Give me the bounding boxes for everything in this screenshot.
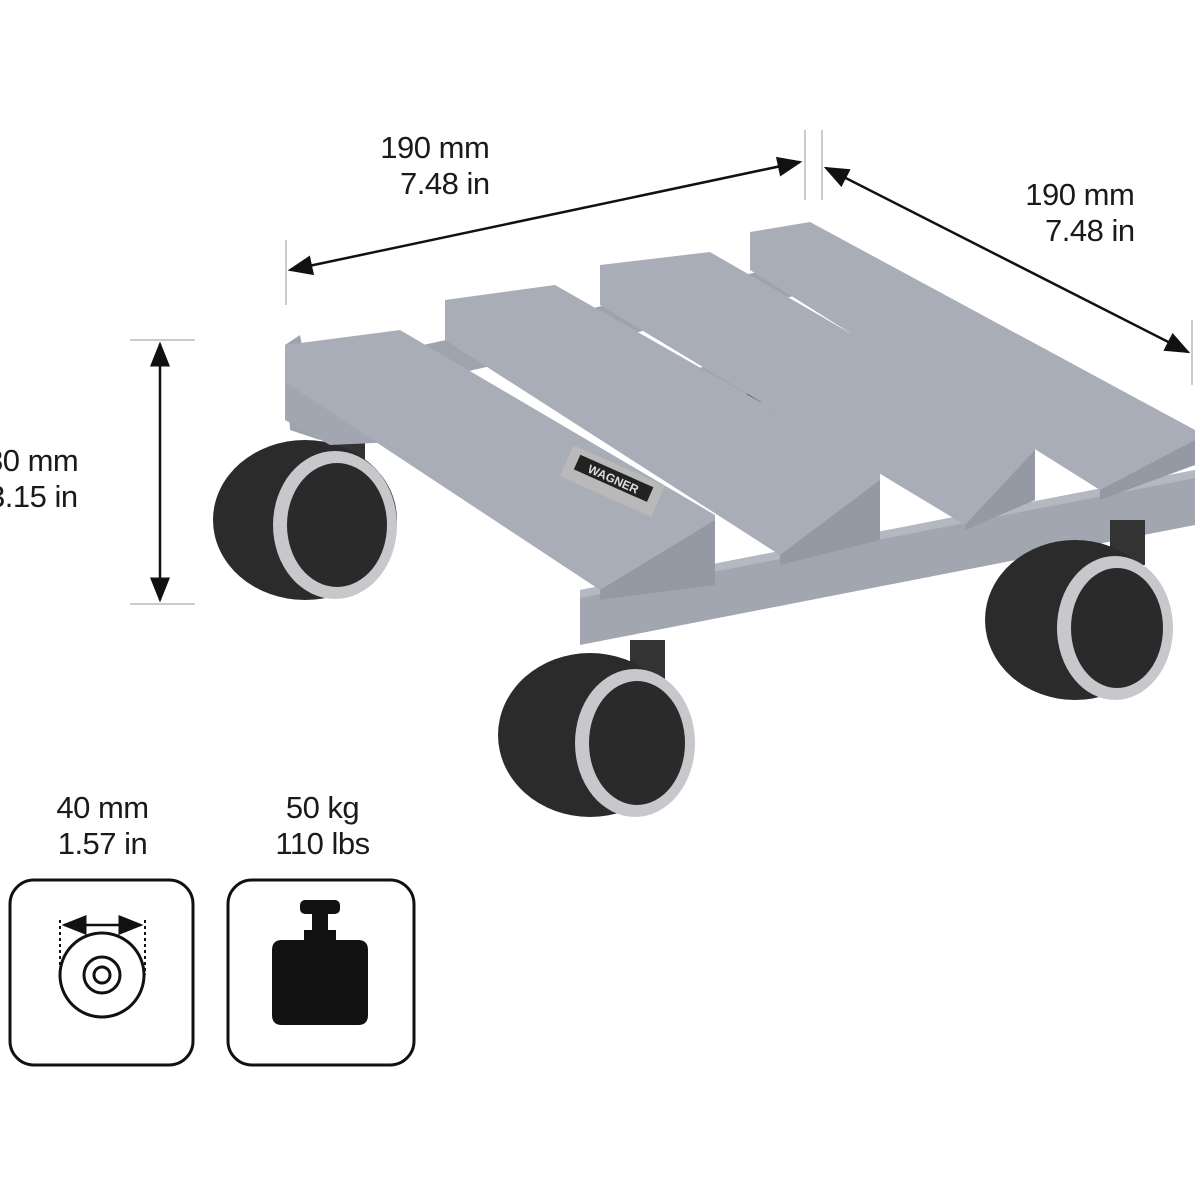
weight-icon xyxy=(226,878,416,1067)
width-label: 190 mm 7.48 in xyxy=(1025,177,1135,249)
height-in: 3.15 in xyxy=(0,479,78,514)
wheel-diameter-in: 1.57 in xyxy=(57,826,148,861)
height-label: 80 mm 3.15 in xyxy=(0,443,79,515)
load-capacity-lbs: 110 lbs xyxy=(275,826,370,861)
load-capacity-label: 50 kg 110 lbs xyxy=(255,790,390,862)
slat xyxy=(600,252,1035,530)
length-label: 190 mm 7.48 in xyxy=(380,130,490,202)
slat xyxy=(445,285,880,565)
slat xyxy=(285,330,715,600)
length-in: 7.48 in xyxy=(400,166,490,201)
brand-plate: WAGNER xyxy=(559,445,665,517)
wheel-diameter-mm: 40 mm xyxy=(56,790,149,825)
plant-trolley: WAGNER xyxy=(213,222,1195,817)
dimension-width-line xyxy=(821,130,1193,385)
dimension-length-line xyxy=(285,130,806,305)
length-mm: 190 mm xyxy=(380,130,490,165)
wheel-front xyxy=(498,640,695,817)
width-in: 7.48 in xyxy=(1045,213,1135,248)
height-mm: 80 mm xyxy=(0,443,79,478)
wheel-left xyxy=(213,430,397,600)
wheel-right xyxy=(985,520,1173,700)
dimension-height-line xyxy=(130,339,195,605)
load-capacity-kg: 50 kg xyxy=(285,790,360,825)
width-mm: 190 mm xyxy=(1025,177,1135,212)
wheel-diameter-label: 40 mm 1.57 in xyxy=(40,790,165,862)
slat xyxy=(750,222,1195,500)
wheel-diameter-icon xyxy=(8,878,195,1067)
